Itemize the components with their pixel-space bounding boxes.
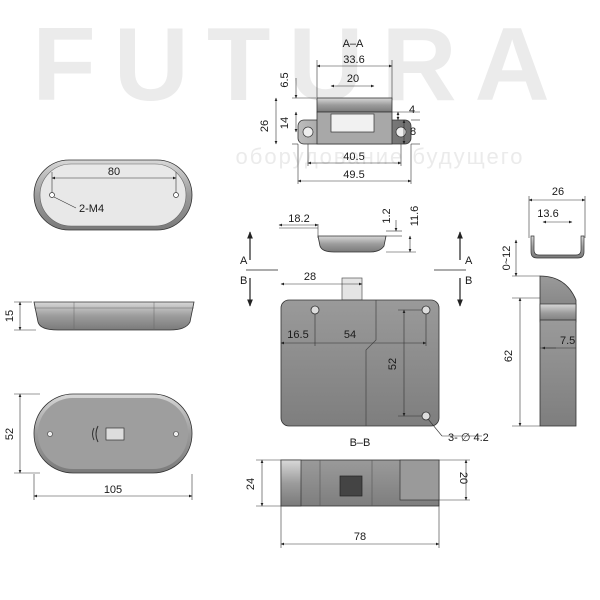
side-inner: 13.6 (537, 208, 558, 220)
bottom-height-left: 24 (245, 478, 257, 490)
bolt-offset: 28 (304, 271, 316, 283)
side-height: 62 (503, 350, 515, 362)
hole-spacing-v: 52 (387, 358, 399, 370)
cover-thickness: 15 (4, 310, 16, 322)
side-view: 26 13.6 0~12 62 7.5 (501, 186, 586, 427)
side-offset: 7.5 (560, 335, 575, 347)
bottom-width: 78 (354, 531, 366, 543)
cover-front-view: 52 105 (4, 393, 193, 500)
section-a-right: A (465, 255, 473, 267)
bottom-height-right: 20 (457, 472, 469, 484)
strike-total-height: 26 (259, 120, 271, 132)
section-b-right: B (465, 275, 472, 287)
section-b-left: B (240, 275, 247, 287)
section-a-left: A (240, 255, 248, 267)
bracket-thickness: 1.2 (381, 208, 393, 223)
main-body-view: 28 16.5 54 52 3- ∅ 4.2 (280, 271, 489, 444)
bracket-width: 18.2 (288, 213, 309, 225)
section-aa-label: A–A (343, 38, 364, 50)
section-marker-left: A B (240, 231, 278, 307)
bottom-view: B–B 24 20 78 (245, 437, 470, 548)
side-width: 26 (552, 186, 564, 198)
cover-thread: 2-M4 (79, 203, 104, 215)
cover-top-view: 80 2-M4 (33, 159, 193, 231)
watermark-slogan: оборудование будущего (236, 144, 525, 169)
strike-inner-width: 20 (347, 73, 359, 85)
strike-hole-spacing: 40.5 (343, 151, 364, 163)
cover-side-view: 15 (4, 301, 195, 331)
strike-right-height: 8 (410, 126, 416, 138)
strike-top-height: 6.5 (279, 72, 291, 87)
side-range: 0~12 (501, 246, 513, 271)
bracket-view: 18.2 1.2 11.6 (278, 206, 421, 253)
section-bb-label: B–B (350, 437, 371, 449)
cover-hole-spacing: 80 (108, 166, 120, 178)
hole-spacing-h: 54 (344, 329, 356, 341)
strike-top-width: 33.6 (343, 54, 364, 66)
strike-total-width: 49.5 (343, 169, 364, 181)
strike-right-small: 4 (409, 104, 415, 116)
strike-slot-height: 14 (279, 117, 291, 129)
section-marker-right: A B (434, 231, 473, 307)
left-offset: 16.5 (287, 329, 308, 341)
cover-front-height: 52 (4, 428, 16, 440)
cover-front-width: 105 (104, 484, 122, 496)
strike-plate-view: A–A 33.6 20 26 14 6.5 4 8 (259, 38, 420, 184)
bracket-height: 11.6 (409, 206, 421, 227)
holes-callout: 3- ∅ 4.2 (448, 432, 489, 444)
watermark-brand: FUTURA (32, 7, 567, 123)
